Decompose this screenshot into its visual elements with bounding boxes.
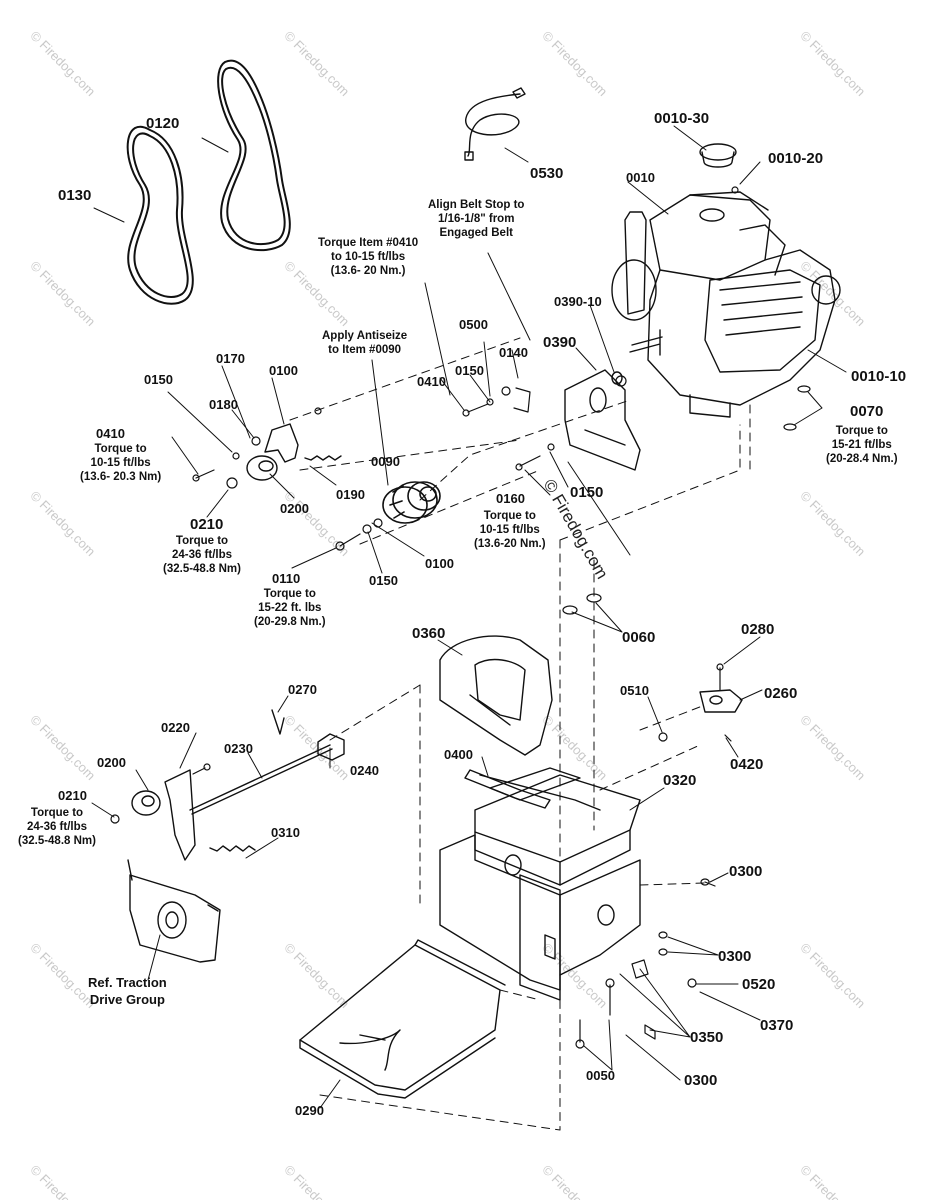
part-label-0240: 0240 [350,763,379,778]
strap-0400 [464,769,551,809]
note-traction-drive-ref: Ref. Traction Drive Group [88,975,167,1007]
part-label-0160: 0160 [496,491,525,506]
part-label-0100-bottom: 0100 [425,556,454,571]
part-label-0500: 0500 [459,317,488,332]
part-label-0390-10: 0390-10 [554,294,602,309]
part-label-0410-left: 0410 [96,426,125,441]
part-label-0010-10: 0010-10 [851,368,907,385]
part-label-0520: 0520 [742,976,776,993]
note-align-belt: Align Belt Stop to 1/16-1/8" from Engage… [428,199,525,239]
part-label-0390: 0390 [543,334,577,351]
belt-0130 [126,125,194,305]
part-label-0200-top: 0200 [280,501,309,516]
part-label-0100-top: 0100 [269,363,298,378]
alignment-lines [289,337,751,1131]
part-label-0300-c: 0300 [684,1072,718,1089]
fasteners [110,186,811,1049]
engine-0010 [611,143,841,418]
pulley-0090 [382,481,441,524]
note-torque-0160: Torque to 10-15 ft/lbs (13.6-20 Nm.) [474,510,546,550]
part-label-0090: 0090 [371,454,400,469]
traction-drive-ref [127,859,221,963]
wire-harness-0530 [464,87,526,161]
bracket-0260 [699,689,743,713]
part-label-0410-top: 0410 [417,374,446,389]
part-label-0110: 0110 [272,571,301,586]
part-label-0150-d: 0150 [369,573,398,588]
part-label-0060: 0060 [622,629,656,646]
part-label-0310: 0310 [271,825,300,840]
note-torque-0410-top: Torque Item #0410 to 10-15 ft/lbs (13.6-… [318,237,419,277]
part-label-0200-bottom: 0200 [97,755,126,770]
part-label-0070: 0070 [850,403,884,420]
part-label-0300-a: 0300 [729,863,763,880]
part-label-0210-top: 0210 [190,516,224,533]
part-label-0260: 0260 [764,685,798,702]
part-label-0510: 0510 [620,683,649,698]
part-label-0150-b: 0150 [144,372,173,387]
part-label-0010-20: 0010-20 [768,150,824,167]
note-apply-antiseize: Apply Antiseize to Item #0090 [322,330,408,356]
part-label-0180: 0180 [209,397,238,412]
part-label-0120: 0120 [146,115,180,132]
part-label-0230: 0230 [224,741,253,756]
part-label-0420: 0420 [730,756,764,773]
part-label-0010: 0010 [626,170,655,185]
part-label-0190: 0190 [336,487,365,502]
part-label-0220: 0220 [161,720,190,735]
part-label-0130: 0130 [58,187,92,204]
note-torque-0210-bottom: Torque to 24-36 ft/lbs (32.5-48.8 Nm) [18,807,96,847]
part-label-0290: 0290 [295,1103,324,1118]
part-label-0210-bottom: 0210 [58,788,87,803]
part-label-0300-b: 0300 [718,948,752,965]
bottom-pan-0290 [299,939,506,1099]
part-label-0010-30: 0010-30 [654,110,710,127]
shaft-0230 [131,709,345,861]
part-label-0400: 0400 [444,747,473,762]
part-label-0320: 0320 [663,772,697,789]
engine-plate-0390 [564,369,641,471]
part-label-0270: 0270 [288,682,317,697]
belt-0120 [217,59,291,252]
part-label-0350: 0350 [690,1029,724,1046]
idler-arm-0170 [246,423,342,481]
leader-lines [91,125,847,1109]
part-label-0150-a: 0150 [455,363,484,378]
note-torque-0110: Torque to 15-22 ft. lbs (20-29.8 Nm.) [254,588,326,628]
part-label-0530: 0530 [530,165,564,182]
note-torque-0210-top: Torque to 24-36 ft/lbs (32.5-48.8 Nm) [163,535,241,575]
part-label-0280: 0280 [741,621,775,638]
frame-0320 [439,767,641,1001]
note-torque-0410-left: Torque to 10-15 ft/lbs (13.6- 20.3 Nm) [80,443,162,483]
note-torque-0070: Torque to 15-21 ft/lbs (20-28.4 Nm.) [826,425,898,465]
part-label-0170: 0170 [216,351,245,366]
part-label-0140: 0140 [499,345,528,360]
part-label-0050: 0050 [586,1068,615,1083]
belt-cover-0360 [439,635,553,756]
part-label-0150-c: 0150 [570,484,604,501]
part-label-0370: 0370 [760,1017,794,1034]
part-label-0360: 0360 [412,625,446,642]
